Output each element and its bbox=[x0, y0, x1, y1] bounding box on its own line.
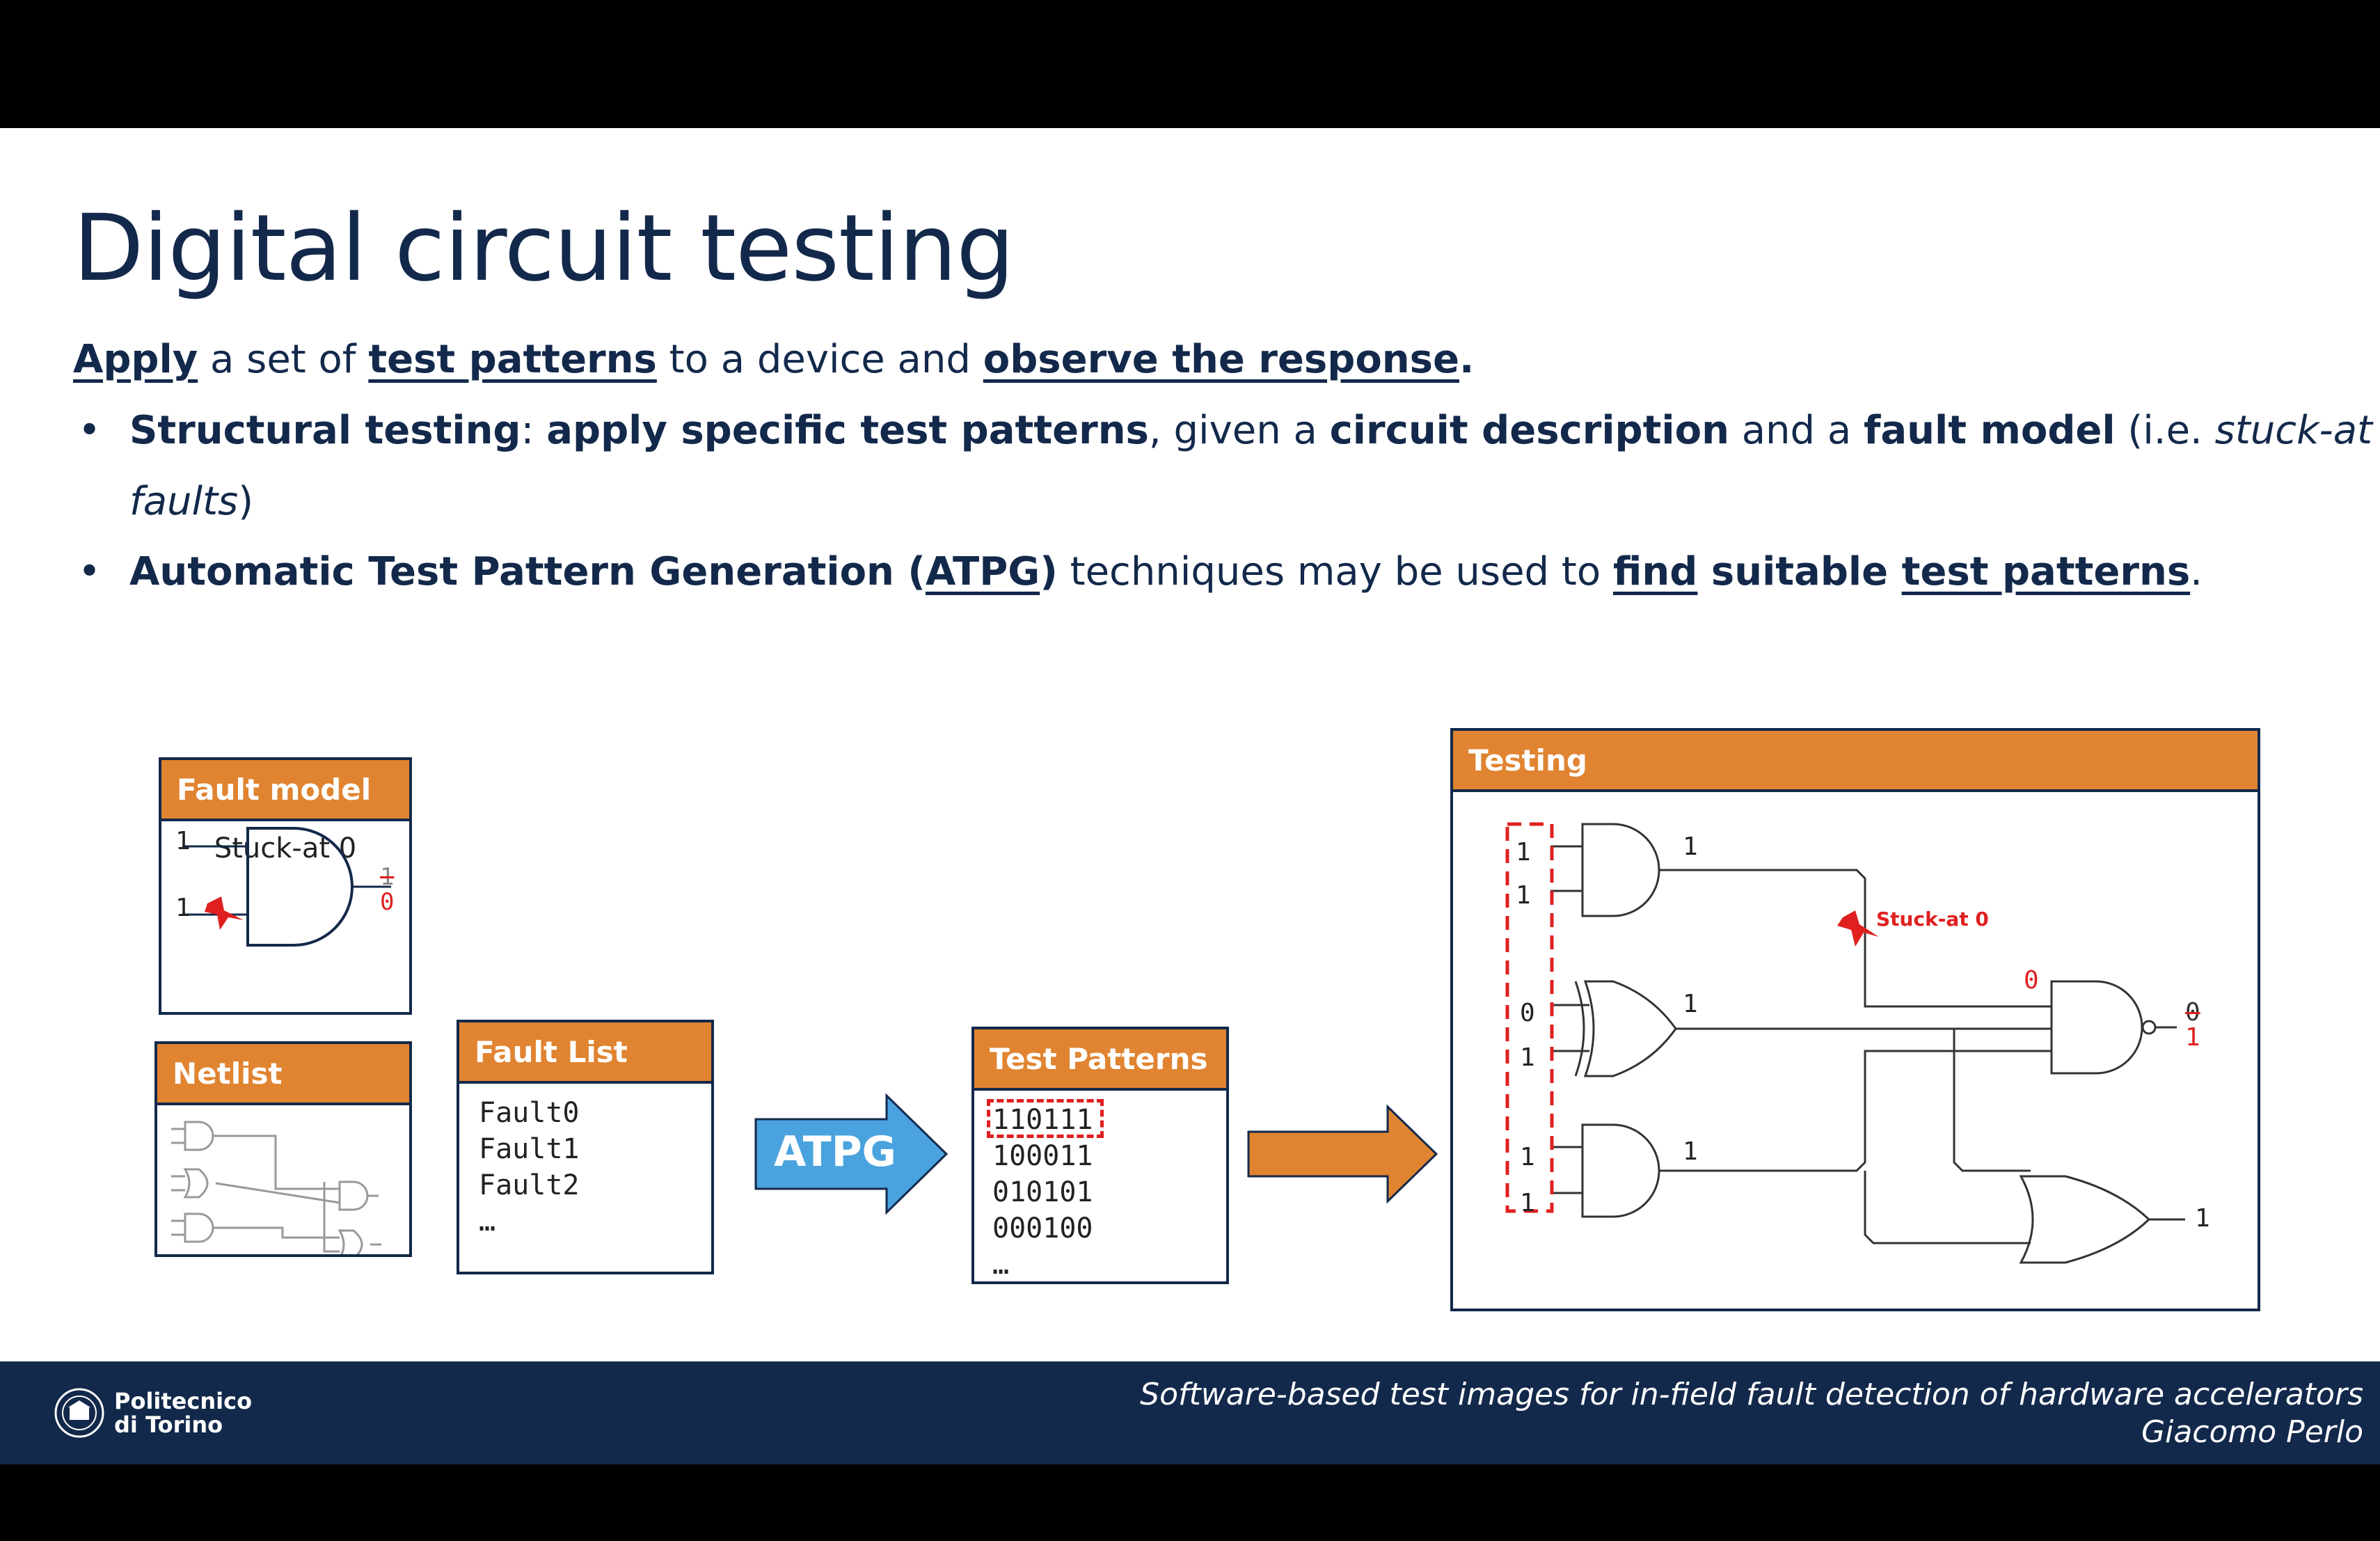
testing-header: Testing bbox=[1453, 731, 2258, 792]
footer-author: Giacomo Perlo bbox=[2141, 1414, 2363, 1450]
nand-out-old: 0 bbox=[2185, 998, 2200, 1027]
test-pattern-items: 110111 100011 010101 000100 … bbox=[992, 1102, 1093, 1283]
fm-out-old: 1 bbox=[380, 863, 395, 891]
fm-input-1: 1 bbox=[175, 827, 191, 855]
fm-out-new: 0 bbox=[380, 888, 395, 916]
testing-inputs-top: 1 1 bbox=[1516, 831, 1531, 917]
atpg-label: ATPG bbox=[774, 1128, 896, 1176]
fault-model-box: Fault model Stuck-at 0 1 1 1 0 bbox=[159, 757, 412, 1015]
netlist-header: Netlist bbox=[157, 1044, 409, 1105]
fault-list-items: Fault0 Fault1 Fault2 … bbox=[479, 1095, 580, 1240]
fault-list-box: Fault List Fault0 Fault1 Fault2 … bbox=[457, 1020, 714, 1274]
input-value: 1 bbox=[1520, 1143, 1535, 1171]
input-value: 0 bbox=[1520, 999, 1535, 1027]
seal-icon bbox=[54, 1388, 104, 1438]
fault-item: Fault2 bbox=[479, 1169, 580, 1201]
testing-inputs-mid: 0 1 bbox=[1520, 991, 1535, 1080]
netlist-box: Netlist bbox=[154, 1041, 412, 1257]
test-pattern: 000100 bbox=[992, 1212, 1093, 1244]
input-value: 1 bbox=[1516, 881, 1531, 910]
fault-list-header: Fault List bbox=[459, 1022, 711, 1084]
university-logo: Politecnico di Torino bbox=[53, 1386, 252, 1439]
test-pattern: 010101 bbox=[992, 1176, 1093, 1208]
and-gate-diagram bbox=[182, 827, 391, 947]
logo-text: Politecnico di Torino bbox=[114, 1388, 253, 1438]
fault-item: Fault0 bbox=[479, 1097, 580, 1129]
slide-title: Digital circuit testing bbox=[73, 195, 1015, 302]
intro-line: Apply a set of test patterns to a device… bbox=[73, 337, 1475, 382]
nand-out-new: 1 bbox=[2185, 1023, 2200, 1052]
netlist-circuit-icon bbox=[171, 1121, 381, 1254]
bullet-atpg: Automatic Test Pattern Generation (ATPG)… bbox=[129, 549, 2203, 594]
input-value: 1 bbox=[1520, 1189, 1535, 1217]
bullet-marker: • bbox=[78, 549, 102, 594]
fault-model-subtitle: Stuck-at 0 bbox=[214, 832, 357, 864]
atpg-arrow bbox=[754, 1093, 949, 1215]
stuck-at-label: Stuck-at 0 bbox=[1876, 908, 1989, 931]
test-pattern: … bbox=[992, 1249, 1010, 1281]
and3-output: 1 bbox=[1683, 1137, 1698, 1166]
test-patterns-box: Test Patterns 110111 100011 010101 00010… bbox=[971, 1027, 1229, 1284]
input-value: 1 bbox=[1516, 838, 1531, 867]
fm-input-2: 1 bbox=[175, 894, 191, 922]
fault-model-header: Fault model bbox=[161, 760, 409, 821]
testing-arrow bbox=[1247, 1104, 1438, 1204]
bullet-marker: • bbox=[78, 408, 102, 453]
bullet-structural-testing-cont: faults) bbox=[129, 479, 254, 524]
testing-inputs-bottom: 1 1 bbox=[1520, 1135, 1535, 1226]
test-pattern: 110111 bbox=[992, 1104, 1093, 1136]
bullet-structural-testing: Structural testing: apply specific test … bbox=[129, 408, 2372, 453]
footer-presentation-title: Software-based test images for in-field … bbox=[1140, 1377, 2363, 1412]
input-value: 1 bbox=[1520, 1043, 1535, 1072]
footer: Politecnico di Torino Software-based tes… bbox=[0, 1361, 2380, 1464]
and1-output: 1 bbox=[1683, 832, 1698, 861]
fault-item: Fault1 bbox=[479, 1133, 580, 1165]
lightning-icon bbox=[205, 896, 244, 930]
or-output: 1 bbox=[2195, 1204, 2210, 1233]
faulty-wire-value: 0 bbox=[2024, 966, 2039, 995]
test-patterns-header: Test Patterns bbox=[974, 1029, 1226, 1091]
testing-box: Testing bbox=[1450, 728, 2260, 1311]
slide: Digital circuit testing Apply a set of t… bbox=[0, 128, 2380, 1464]
testing-circuit bbox=[1505, 822, 2185, 1264]
lightning-icon bbox=[1837, 910, 1879, 947]
fault-item: … bbox=[479, 1206, 496, 1238]
input-highlight-box bbox=[1505, 822, 1554, 1213]
highlight-pattern-box bbox=[987, 1099, 1104, 1138]
test-pattern: 100011 bbox=[992, 1140, 1093, 1172]
xor-output: 1 bbox=[1683, 990, 1698, 1018]
